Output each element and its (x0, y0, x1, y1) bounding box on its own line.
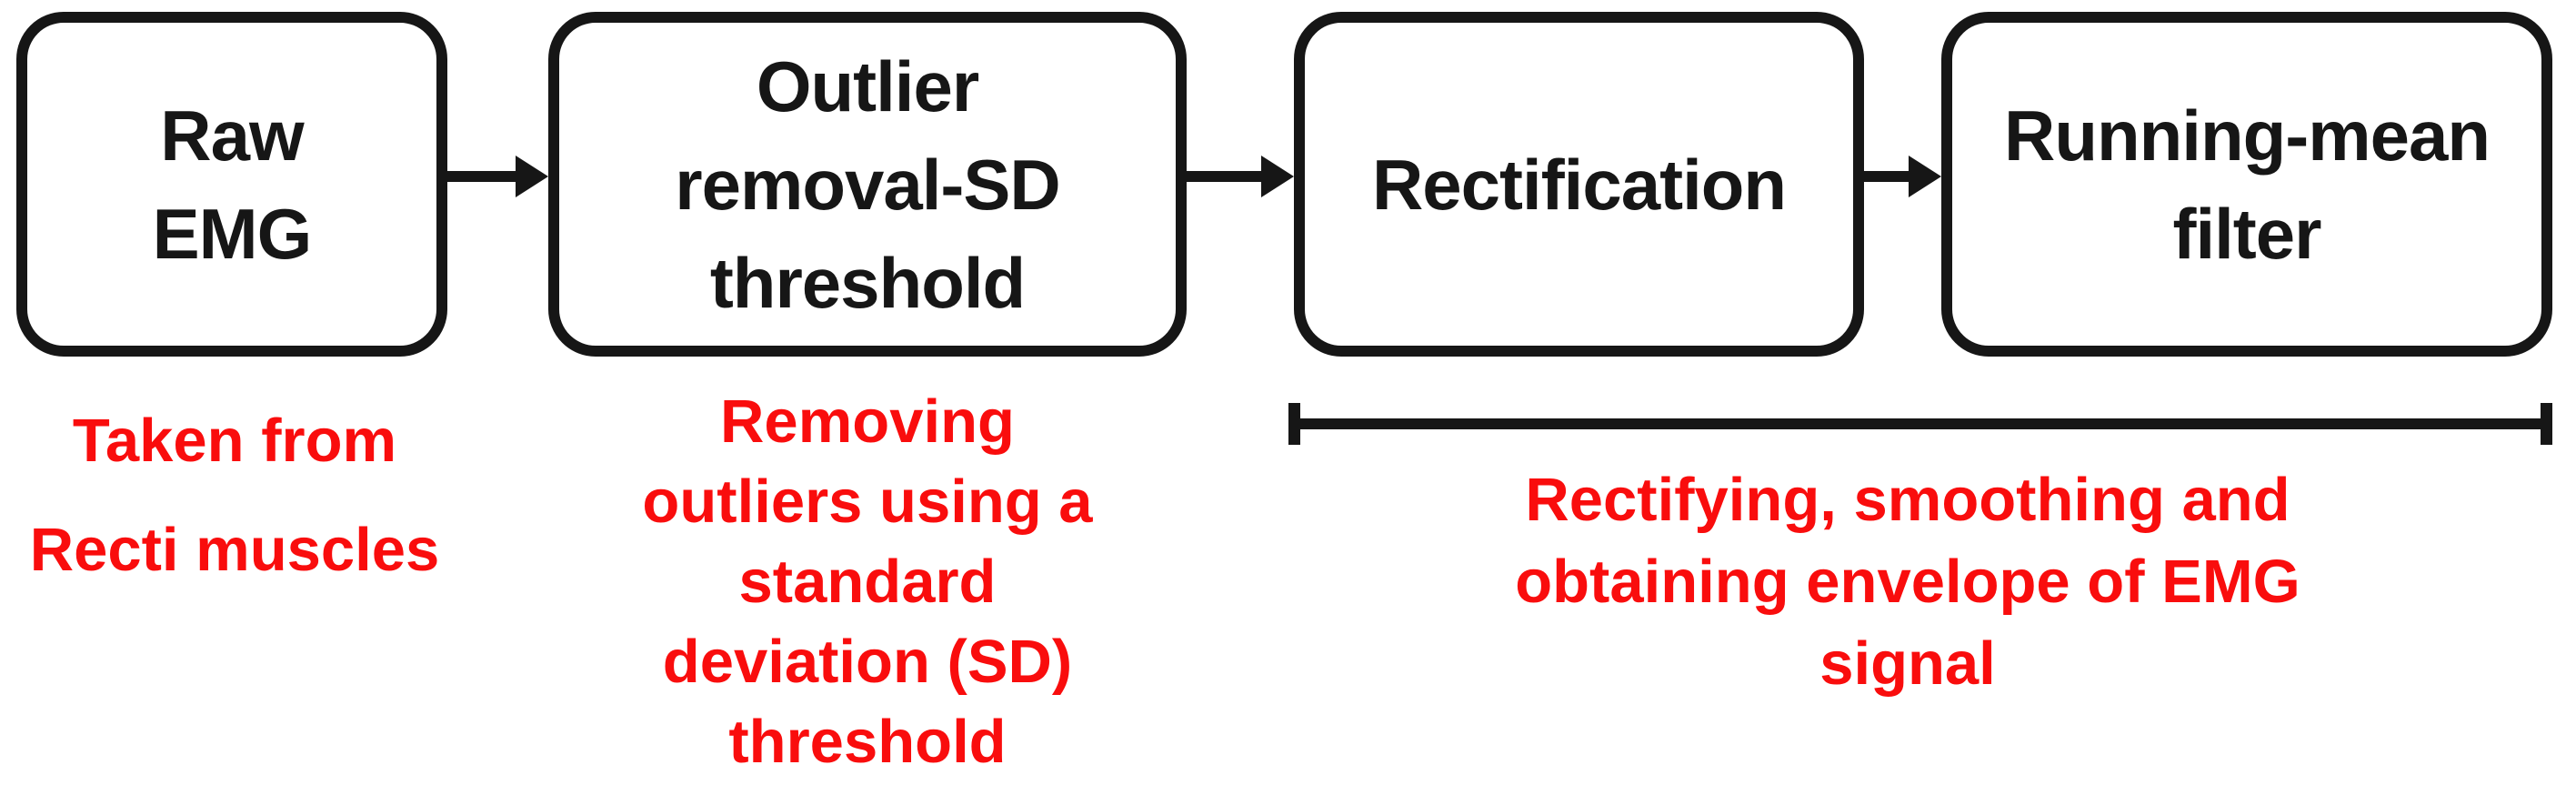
annotation-outlier-removal: Removing outliers using a standard devia… (642, 387, 1093, 776)
flow-step-rectification: Rectification (1294, 12, 1864, 357)
flow-arrow-1-shaft (444, 171, 520, 182)
flow-step-rectification-label: Rectification (1371, 144, 1787, 225)
flow-step-running-mean-filter-label: Running-mean filter (2004, 95, 2491, 274)
flow-arrow-3-shaft (1860, 171, 1910, 182)
flow-step-running-mean-filter: Running-mean filter (1941, 12, 2552, 357)
flow-arrow-2-shaft (1183, 171, 1263, 182)
group-range-bracket (1288, 403, 2552, 445)
bracket-line (1292, 418, 2549, 429)
flow-step-outlier-removal: Outlier removal-SD threshold (548, 12, 1187, 357)
flow-step-outlier-removal-label: Outlier removal-SD threshold (675, 45, 1060, 323)
bracket-right-tick (2541, 403, 2552, 445)
annotation-raw-emg: Taken from Recti muscles (29, 407, 440, 584)
flow-arrow-2-icon (1261, 156, 1294, 197)
flow-arrow-3-icon (1909, 156, 1941, 197)
annotation-rectify-smooth-envelope: Rectifying, smoothing and obtaining enve… (1515, 466, 2300, 698)
flow-arrow-1-icon (516, 156, 548, 197)
flow-step-raw-emg: Raw EMG (16, 12, 447, 357)
flow-step-raw-emg-label: Raw EMG (152, 95, 313, 274)
